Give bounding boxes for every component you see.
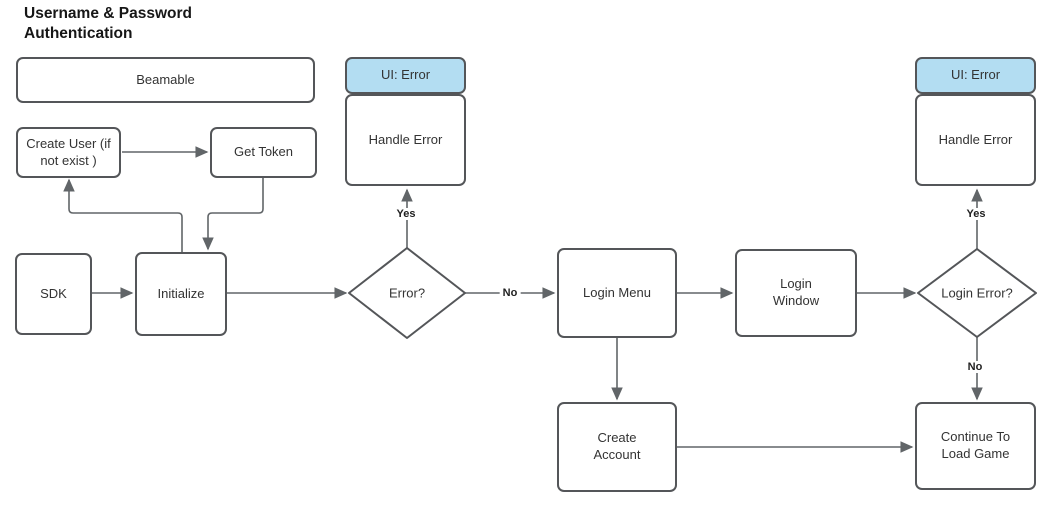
node-label: Create User (if not exist ) (26, 135, 111, 168)
node-label: SDK (40, 285, 67, 301)
node-ui-error-header-right: UI: Error (915, 57, 1036, 94)
node-continue-to-load-game: Continue To Load Game (915, 402, 1036, 490)
node-label: Beamable (136, 71, 195, 87)
node-initialize: Initialize (135, 252, 227, 336)
node-ui-error-header-left: UI: Error (345, 57, 466, 94)
diagram-title: Username & Password Authentication (24, 5, 192, 43)
node-label: Login Window (772, 276, 820, 308)
node-label: UI: Error (950, 67, 1001, 83)
node-label: Continue To Load Game (940, 429, 1011, 461)
node-label: Create Account (593, 430, 641, 462)
node-login-error-decision-label: Login Error? (941, 285, 1013, 301)
edge-get-token-to-initialize (202, 178, 264, 251)
node-label: Handle Error (938, 131, 1013, 147)
edge-label-error-yes: Yes (393, 208, 419, 220)
edge-label-login-error-no: No (964, 361, 986, 373)
edge-label-error-no: No (499, 287, 521, 299)
node-sdk: SDK (15, 253, 92, 335)
node-beamable: Beamable (16, 57, 315, 103)
node-label: Handle Error (368, 131, 443, 147)
node-handle-error-right: Handle Error (915, 94, 1036, 186)
node-create-user: Create User (if not exist ) (16, 127, 121, 178)
node-login-window: Login Window (735, 249, 857, 337)
node-label: Initialize (157, 285, 205, 301)
node-handle-error-left: Handle Error (345, 94, 466, 186)
edge-initialize-to-create-user (63, 178, 183, 252)
node-error-decision-label: Error? (388, 285, 426, 301)
node-label: UI: Error (380, 67, 431, 83)
node-create-account: Create Account (557, 402, 677, 492)
login-error-decision-diamond (917, 248, 1037, 338)
node-get-token: Get Token (210, 127, 317, 178)
node-label: Get Token (233, 144, 294, 160)
node-label: Login Menu (583, 284, 651, 300)
error-decision-diamond (348, 247, 466, 339)
node-login-menu: Login Menu (557, 248, 677, 338)
edge-label-login-error-yes: Yes (963, 208, 989, 220)
